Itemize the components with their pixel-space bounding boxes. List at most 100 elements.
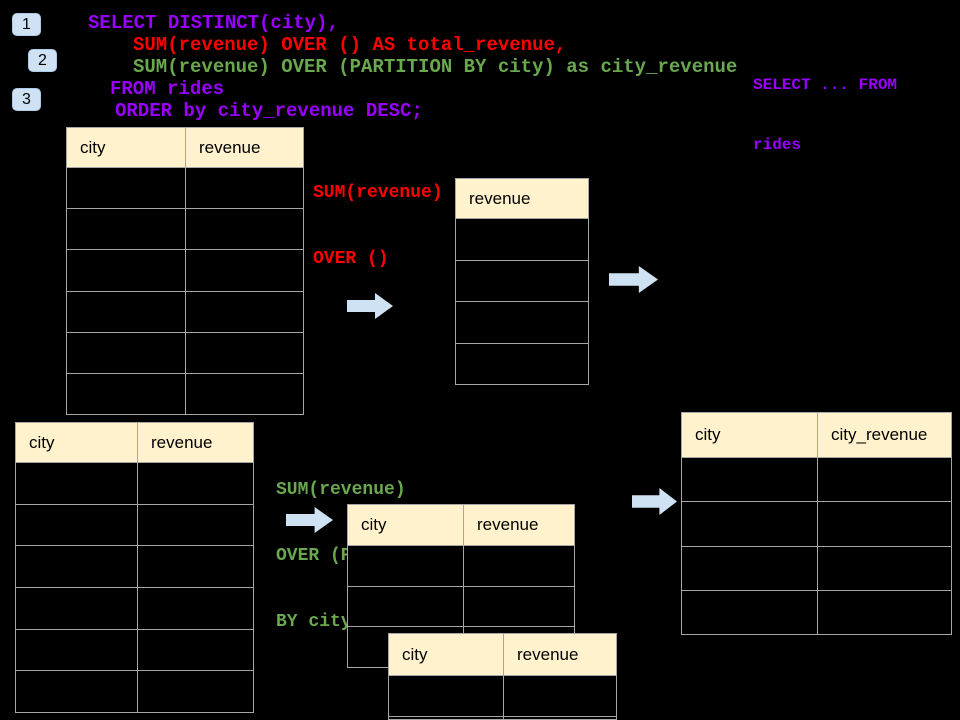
table-cell-empty [67, 332, 186, 373]
table-cell-empty [682, 502, 818, 546]
table-body [67, 168, 303, 415]
table-cell-empty [682, 458, 818, 502]
arrow-right-icon [609, 266, 658, 293]
table-header-row: revenue [456, 179, 588, 219]
table-row [67, 291, 303, 333]
table-cell-empty [16, 629, 138, 671]
table-header-row: city city_revenue [682, 413, 951, 458]
side-note-select-from: SELECT ... FROM rides [753, 35, 897, 195]
table-cell-empty [138, 588, 253, 629]
table-row [389, 676, 616, 717]
table-partition-back: city revenue [388, 633, 617, 720]
table-source-top: city revenue [66, 127, 304, 415]
column-header-city-revenue: city_revenue [831, 425, 928, 444]
table-cell-empty [186, 374, 303, 414]
table-row [16, 463, 253, 505]
table-row [67, 373, 303, 415]
table-cell-empty [456, 219, 588, 260]
table-cell-empty [456, 302, 588, 343]
column-header-revenue: revenue [151, 432, 213, 452]
table-header-row: city revenue [67, 128, 303, 168]
table-row [16, 629, 253, 672]
table-row [348, 546, 574, 587]
column-header-city: city [67, 128, 186, 167]
table-header-row: city revenue [389, 634, 616, 676]
sql-line-select: SELECT DISTINCT(city), [88, 12, 339, 34]
table-header-row: city revenue [348, 505, 574, 546]
column-header-revenue: revenue [477, 515, 539, 534]
table-cell-empty [456, 261, 588, 302]
table-row [456, 344, 588, 385]
sql-line-order-by: ORDER by city_revenue DESC; [115, 100, 423, 122]
table-cell-empty [464, 587, 574, 627]
table-source-bottom: city revenue [15, 422, 254, 713]
table-row [16, 671, 253, 713]
table-row [456, 302, 588, 344]
table-cell-empty [16, 546, 138, 588]
table-cell-empty [348, 586, 464, 627]
table-cell-empty [389, 717, 504, 719]
column-header-city: city [348, 505, 464, 545]
table-cell-empty [138, 630, 253, 671]
table-cell-empty [16, 504, 138, 546]
table-cell-empty [464, 546, 574, 586]
table-body [16, 463, 253, 713]
table-row [682, 458, 951, 503]
table-row [67, 332, 303, 374]
table-cell-empty [818, 458, 951, 501]
table-row [348, 586, 574, 628]
table-total-revenue: revenue [455, 178, 589, 385]
table-cell-empty [67, 168, 186, 209]
table-cell-empty [456, 344, 588, 385]
table-cell-empty [186, 250, 303, 290]
table-row [682, 502, 951, 547]
table-cell-empty [67, 250, 186, 291]
column-header-city: city [389, 634, 504, 675]
table-cell-empty [348, 546, 464, 586]
table-cell-empty [138, 505, 253, 546]
table-cell-empty [186, 333, 303, 373]
annotation-line: OVER () [313, 249, 389, 269]
table-row [16, 504, 253, 547]
table-cell-empty [818, 502, 951, 545]
table-cell-empty [186, 292, 303, 332]
step-badge-1: 1 [12, 13, 41, 36]
sql-line-sum-partition: SUM(revenue) OVER (PARTITION BY city) as… [133, 56, 738, 78]
table-cell-empty [818, 591, 951, 634]
table-body [682, 458, 951, 634]
table-row [389, 717, 616, 719]
column-header-revenue: revenue [517, 644, 579, 664]
table-cell-empty [16, 463, 138, 504]
table-cell-empty [186, 168, 303, 208]
annotation-line: SUM(revenue) [313, 183, 443, 203]
annotation-total-revenue: SUM(revenue) OVER () [313, 138, 443, 314]
table-header-row: city revenue [16, 423, 253, 463]
arrow-right-icon [632, 488, 677, 515]
table-cell-empty [16, 671, 138, 713]
table-cell-empty [682, 546, 818, 590]
side-note-line: SELECT ... FROM [753, 76, 898, 94]
table-row [456, 261, 588, 302]
annotation-line: SUM(revenue) [276, 480, 406, 500]
arrow-right-icon [286, 507, 333, 533]
table-cell-empty [186, 209, 303, 249]
table-cell-empty [67, 373, 186, 415]
table-cell-empty [138, 463, 253, 504]
column-header-revenue: revenue [469, 188, 531, 208]
table-cell-empty [67, 291, 186, 332]
table-row [16, 546, 253, 589]
table-cell-empty [389, 676, 504, 716]
step-badge-2: 2 [28, 49, 57, 72]
table-row [456, 219, 588, 261]
table-row [67, 250, 303, 292]
table-cell-empty [138, 546, 253, 587]
column-header-revenue: revenue [199, 137, 261, 157]
table-cell-empty [682, 590, 818, 634]
sql-line-sum-total: SUM(revenue) OVER () AS total_revenue, [133, 34, 567, 56]
table-cell-empty [138, 671, 253, 712]
table-body [456, 219, 588, 384]
step-badge-3: 3 [12, 88, 41, 111]
side-note-line: rides [753, 136, 802, 154]
column-header-city: city [682, 413, 818, 457]
column-header-city: city [16, 423, 138, 462]
